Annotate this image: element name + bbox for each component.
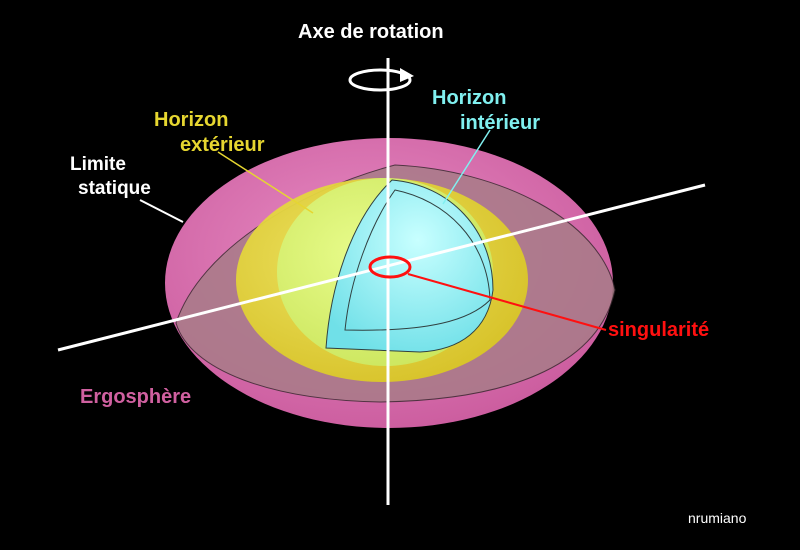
inner-horizon-leader [442, 129, 491, 205]
credit: nrumiano [688, 510, 747, 526]
inner-horizon-cut [344, 189, 491, 331]
singularity-leader [407, 273, 607, 331]
singularity-label: singularité [608, 319, 710, 341]
static-limit-label-line2: statique [78, 178, 151, 199]
rotation-arrow-icon [348, 68, 414, 92]
outer-horizon-label-line2: extérieur [180, 134, 265, 156]
outer-horizon-label-line1: Horizon [154, 109, 229, 131]
inner-horizon-label-line2: intérieur [460, 112, 541, 134]
singularity-ring [368, 255, 412, 279]
static-limit-label-line1: Limite [70, 154, 126, 175]
ergosphere-label: Ergosphère [80, 386, 192, 408]
equatorial-axis [57, 183, 706, 352]
inner-horizon-label-line1: Horizon [432, 87, 507, 109]
outer-horizon-leader [217, 151, 314, 214]
axis-title: Axe de rotation [298, 21, 444, 43]
static-limit-leader [139, 199, 184, 223]
